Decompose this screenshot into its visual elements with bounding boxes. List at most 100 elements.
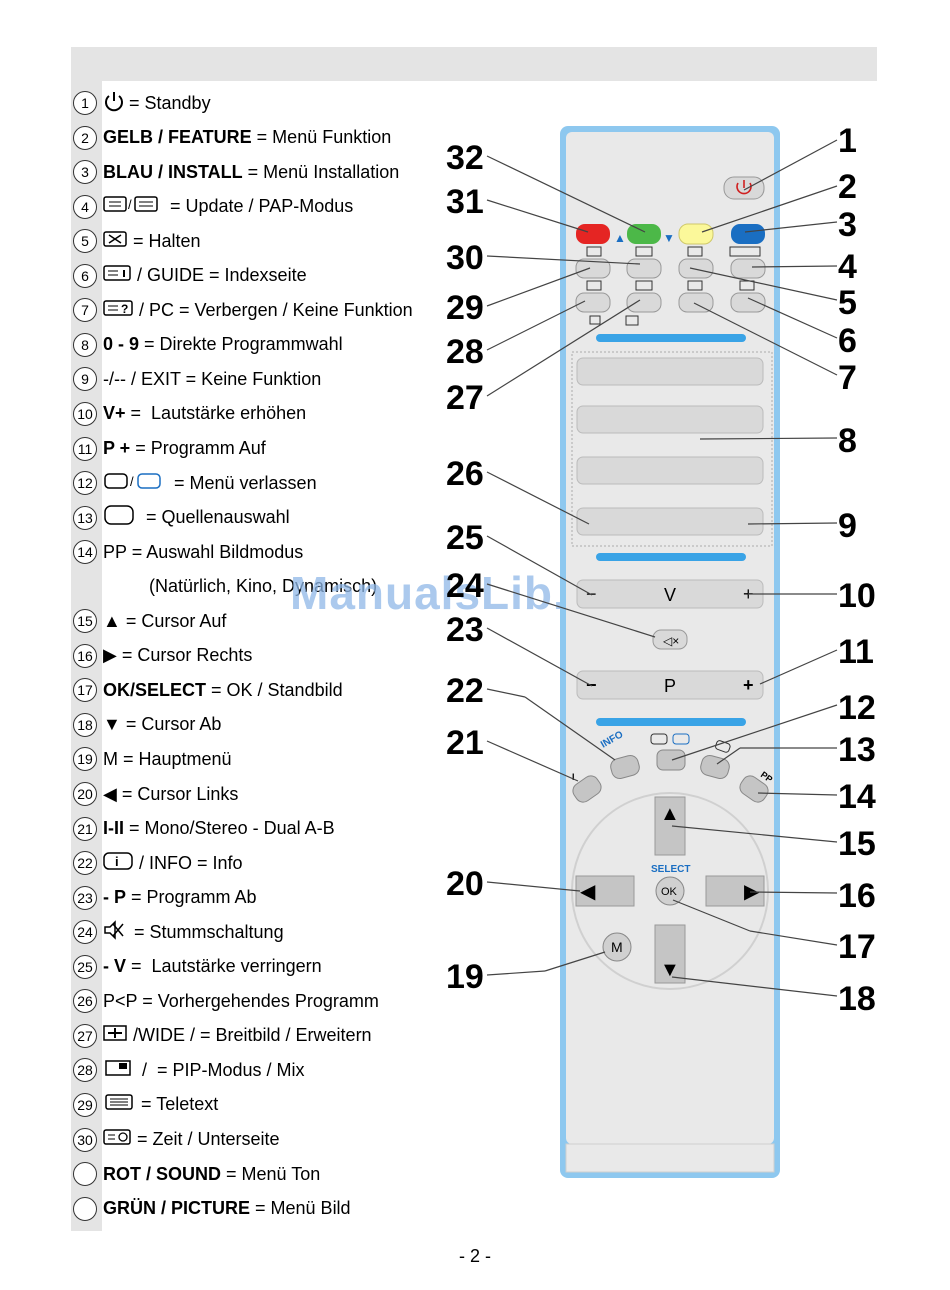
blue-button[interactable] bbox=[731, 224, 765, 244]
legend-text: M = Hauptmenü bbox=[103, 748, 232, 769]
numeric-keypad-area bbox=[571, 351, 773, 547]
legend-row: 28 / = PIP-Modus / Mix bbox=[73, 1053, 305, 1087]
mono-stereo-button[interactable] bbox=[570, 773, 604, 805]
legend-number: 12 bbox=[73, 471, 97, 496]
callout-9: 9 bbox=[838, 507, 857, 545]
legend-description: - V = Lautstärke verringern bbox=[103, 956, 322, 977]
callout-11: 11 bbox=[838, 633, 874, 671]
legend-number: 5 bbox=[73, 229, 97, 254]
legend-description: = Halten bbox=[103, 230, 201, 253]
legend-text: = Menü verlassen bbox=[169, 472, 317, 493]
index-button[interactable] bbox=[730, 292, 766, 313]
keypad-row-2[interactable] bbox=[576, 405, 764, 434]
source-button[interactable] bbox=[699, 754, 731, 781]
wide-button[interactable] bbox=[626, 292, 662, 313]
teletext-hold-icon bbox=[687, 246, 703, 257]
legend-row: 13 = Quellenauswahl bbox=[73, 501, 290, 535]
callout-22: 22 bbox=[446, 672, 484, 710]
legend-description: P<P = Vorhergehendes Programm bbox=[103, 991, 379, 1012]
legend-row: 19 M = Hauptmenü bbox=[73, 742, 232, 776]
legend-key-label: BLAU / INSTALL bbox=[103, 161, 243, 182]
legend-text: ▼ = Cursor Ab bbox=[103, 714, 222, 735]
teletext-button[interactable] bbox=[575, 258, 611, 279]
legend-description: i/ INFO = Info bbox=[103, 851, 243, 876]
menu-button[interactable] bbox=[602, 932, 632, 962]
menu-exit-button[interactable] bbox=[656, 749, 686, 771]
legend-row: 20◀ = Cursor Links bbox=[73, 777, 238, 811]
callout-14: 14 bbox=[838, 778, 876, 816]
cursor-right-button[interactable] bbox=[705, 875, 765, 907]
legend-number: 21 bbox=[73, 816, 97, 841]
callout-6: 6 bbox=[838, 322, 857, 360]
info-icon: i bbox=[103, 851, 135, 876]
legend-description: ?/ PC = Verbergen / Keine Funktion bbox=[103, 299, 413, 322]
ok-button[interactable] bbox=[655, 876, 685, 906]
legend-row: 29= Teletext bbox=[73, 1088, 218, 1122]
picture-mode-button[interactable] bbox=[737, 773, 771, 805]
legend-text: /WIDE / = Breitbild / Erweitern bbox=[133, 1025, 372, 1046]
legend-text: = Menü Installation bbox=[242, 161, 400, 182]
legend-description: ROT / SOUND = Menü Ton bbox=[103, 1164, 320, 1185]
callout-28: 28 bbox=[446, 333, 484, 371]
callout-7: 7 bbox=[838, 359, 857, 397]
legend-text: = Teletext bbox=[141, 1094, 219, 1115]
legend-number: 19 bbox=[73, 747, 97, 772]
hold-button[interactable] bbox=[678, 258, 714, 279]
legend-number: 2 bbox=[73, 125, 97, 150]
legend-description: P + = Programm Auf bbox=[103, 438, 266, 459]
program-plus-label: + bbox=[743, 675, 754, 695]
time-button[interactable] bbox=[626, 258, 662, 279]
teletext-index-icon bbox=[103, 264, 133, 287]
callout-29: 29 bbox=[446, 289, 484, 327]
cursor-down-button[interactable] bbox=[654, 924, 686, 984]
info-button[interactable] bbox=[609, 754, 641, 781]
yellow-button[interactable] bbox=[678, 223, 714, 245]
callout-27: 27 bbox=[446, 379, 484, 417]
legend-number: 22 bbox=[73, 851, 97, 876]
teletext-hold-icon bbox=[103, 230, 129, 253]
legend-key-label: 0 - 9 bbox=[103, 334, 140, 355]
keypad-row-1[interactable] bbox=[576, 357, 764, 386]
legend-text: = Programm Auf bbox=[130, 438, 266, 458]
mute-icon bbox=[103, 919, 125, 945]
mute-button[interactable] bbox=[652, 629, 688, 650]
legend-text: = Halten bbox=[133, 230, 201, 251]
legend-key-label: V+ bbox=[103, 403, 126, 424]
update-button[interactable] bbox=[730, 258, 766, 279]
header-bar bbox=[71, 47, 877, 81]
callout-3: 3 bbox=[838, 206, 857, 244]
pip-button[interactable] bbox=[575, 292, 611, 313]
cursor-left-icon: ◀ bbox=[580, 881, 596, 903]
keypad-row-3[interactable] bbox=[576, 456, 764, 485]
legend-row: 12/ = Menü verlassen bbox=[73, 466, 317, 500]
legend-number: 1 bbox=[73, 91, 97, 115]
legend-number: 7 bbox=[73, 298, 97, 323]
keypad-row-4[interactable] bbox=[576, 507, 764, 536]
callout-8: 8 bbox=[838, 422, 857, 460]
callout-31: 31 bbox=[446, 183, 484, 221]
cursor-up-button[interactable] bbox=[654, 796, 686, 856]
cursor-left-button[interactable] bbox=[575, 875, 635, 907]
green-button[interactable] bbox=[627, 224, 661, 244]
wide-icon bbox=[625, 315, 639, 326]
legend-number: 18 bbox=[73, 712, 97, 737]
red-button[interactable] bbox=[576, 224, 610, 244]
legend-row: ROT / SOUND = Menü Ton bbox=[73, 1157, 320, 1191]
reveal-button[interactable] bbox=[678, 292, 714, 313]
callout-16: 16 bbox=[838, 877, 876, 915]
legend-number: 27 bbox=[73, 1023, 97, 1048]
cursor-down-icon: ▼ bbox=[660, 959, 680, 981]
legend-description: V+ = Lautstärke erhöhen bbox=[103, 403, 306, 424]
legend-number: 11 bbox=[73, 436, 97, 461]
remote-bottom bbox=[565, 1143, 775, 1173]
program-rocker[interactable] bbox=[576, 670, 764, 700]
arrow-down-icon: ▼ bbox=[663, 231, 675, 245]
legend-description: - P = Programm Ab bbox=[103, 887, 257, 908]
legend-number: 28 bbox=[73, 1058, 97, 1083]
